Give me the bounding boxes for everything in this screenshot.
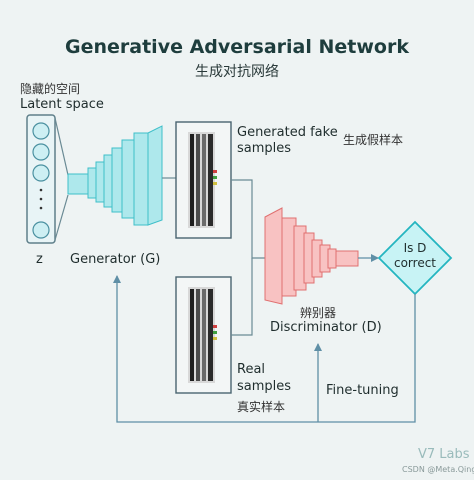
generated-samples-label-cn: 生成假样本 <box>343 133 404 147</box>
generator-layer <box>147 125 163 226</box>
fake-to-discriminator-line <box>231 179 265 259</box>
latent-node <box>32 143 50 161</box>
real-samples-frame <box>175 276 232 394</box>
real-samples-label-line1: Real <box>237 362 266 377</box>
generator-layer <box>133 132 149 226</box>
discriminator-label-cn: 辨别器 <box>300 306 337 320</box>
generator-network <box>67 125 163 226</box>
real-to-discriminator-line <box>231 258 253 336</box>
latent-node <box>32 164 50 182</box>
discriminator-network <box>264 207 359 305</box>
real-samples-label-cn: 真实样本 <box>237 400 286 414</box>
ellipsis-dot <box>39 197 43 201</box>
latent-space-label-cn: 隐藏的空间 <box>20 82 81 96</box>
diagram-subtitle: 生成对抗网络 <box>195 64 279 80</box>
diagram-title: Generative Adversarial Network <box>65 36 409 58</box>
latent-node <box>32 221 50 239</box>
real-samples-label-line2: samples <box>237 379 292 394</box>
ellipsis-dot <box>39 206 43 210</box>
credit-watermark: CSDN @Meta.Qing <box>402 465 474 474</box>
generated-samples-label-line2: samples <box>237 141 292 156</box>
decision-label-line2: correct <box>393 256 437 270</box>
feedback-to-generator-arrow <box>113 275 416 423</box>
decision-label-line1: Is D <box>403 241 427 255</box>
latent-funnel <box>54 117 69 241</box>
latent-space-label: Latent space <box>20 97 104 112</box>
latent-node <box>32 122 50 140</box>
generator-label: Generator (G) <box>70 252 161 267</box>
discriminator-layer <box>335 250 359 267</box>
fine-tuning-label: Fine-tuning <box>326 383 399 398</box>
generated-samples-label-line1: Generated fake <box>237 125 338 140</box>
discriminator-label: Discriminator (D) <box>270 320 382 335</box>
generated-samples-frame <box>175 121 232 239</box>
latent-vector <box>26 114 56 244</box>
z-label: z <box>36 252 43 267</box>
brand-watermark: V7 Labs <box>418 447 470 462</box>
discriminator-layer <box>327 248 337 269</box>
generator-layer <box>67 173 91 195</box>
discriminator-layer <box>264 207 283 305</box>
ellipsis-dot <box>39 188 43 192</box>
